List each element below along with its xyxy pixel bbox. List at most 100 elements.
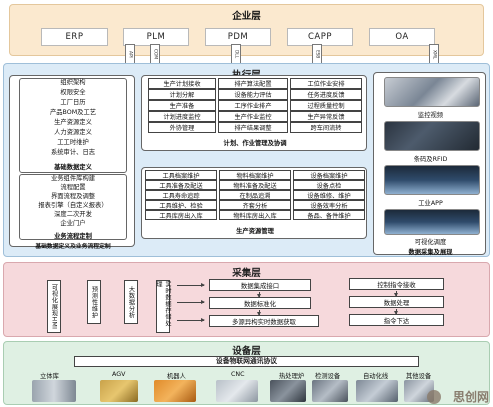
data-standardization[interactable]: 数据标准化 [209,297,311,309]
basic-process-bottom-label: 基础数据定义及业务流程定制 [35,244,111,250]
resource-cell[interactable]: 在制品追溯 [219,190,291,200]
process-item[interactable]: 报表引擎（自定义报表） [38,202,108,209]
resource-cell[interactable]: 物料档案维护 [219,170,291,180]
collection-layer: 采集层 可视化展现HMI 预测性维护 大数据分析 实时数据存储处理 数据集成接口… [3,262,490,337]
process-label: 业务流程定制 [54,233,92,240]
process-item[interactable]: 业务组件库构建 [50,175,96,182]
resource-cell[interactable]: 设备点检 [293,180,365,190]
visual-dispatch-caption: 可视化调度 [414,239,447,246]
process-group [19,174,127,240]
planning-cell[interactable]: 排产结果调整 [218,122,288,133]
system-erp[interactable]: ERP [41,28,108,46]
planning-cell[interactable]: 过程质量控制 [290,100,362,111]
device-layer-title: 设备层 [232,346,261,357]
monitoring-video-caption: 监控视频 [417,112,444,119]
planning-label: 计划、作业管理及协调 [223,140,287,147]
resource-cell[interactable]: 工具档案维护 [145,170,217,180]
enterprise-layer-title: 企业层 [232,11,261,22]
planning-cell[interactable]: 生产计划接收 [148,78,216,89]
flow-arrow [394,291,398,297]
process-item[interactable]: 界面流程及调整 [50,193,96,200]
device-label: AGV [112,371,126,378]
planning-cell[interactable]: 跨车间流转 [290,122,362,133]
command-dispatch[interactable]: 指令下达 [349,314,444,326]
basic-data-label: 基础数据定义 [54,164,92,171]
resource-cell[interactable]: 齐套分析 [219,200,291,210]
planning-cell[interactable]: 工序作业排产 [218,100,288,111]
enterprise-layer: 企业层 ERP PLM PDM CAPP OA [9,4,484,56]
basic-item[interactable]: 产品BOM及工艺 [49,109,97,116]
collection-layer-title: 采集层 [232,268,261,279]
multi-source-data-acquisition[interactable]: 多源异构实时数据获取 [209,315,319,327]
system-oa[interactable]: OA [369,28,435,46]
planning-cell[interactable]: 外协管理 [148,122,216,133]
planning-cell[interactable]: 工位作业安排 [290,78,362,89]
planning-cell[interactable]: 任务进度反馈 [290,89,362,100]
device-label: CNC [231,371,245,378]
planning-cell[interactable]: 生产准备 [148,100,216,111]
planning-cell[interactable]: 排产算法配置 [218,78,288,89]
basic-item[interactable]: 系统审计、日志 [50,149,96,156]
planning-cell[interactable]: 生产异常反馈 [290,111,362,122]
interface-xml: XML [429,44,439,64]
big-data-analysis-box[interactable]: 大数据分析 [124,280,138,324]
process-item[interactable]: 流程配置 [60,184,86,191]
resource-cell[interactable]: 工具库房出入库 [145,210,217,220]
barcode-rfid-image [384,121,480,151]
process-item[interactable]: 深度二次开发 [54,211,92,218]
data-collection-panel: 监控视频 条码及RFID 工业APP 可视化调度 数据采集及展现 [373,72,486,256]
device-label: 热处理炉 [279,373,305,380]
watermark: 思创网 [452,390,489,404]
inspection-image [312,380,348,402]
control-command-receive[interactable]: 控制指令接收 [349,278,444,290]
device-label: 立体库 [40,373,59,380]
watermark-logo-icon [427,390,441,404]
basic-data-group [19,78,127,173]
predictive-maintenance-box[interactable]: 预测性维护 [87,280,101,324]
basic-item[interactable]: 人力资源定义 [54,129,92,136]
resource-cell[interactable]: 物料准备及配送 [219,180,291,190]
flow-arrow [177,300,205,304]
planning-cell[interactable]: 计划进度监控 [148,111,216,122]
device-layer: 设备层 设备物联网通讯协议 立体库 AGV 机器人 CNC 热处理炉 检测设备 … [3,341,490,405]
data-integration-interface[interactable]: 数据集成接口 [209,279,311,291]
basic-data-panel: 组织架构 权限安全 工厂日历 产品BOM及工艺 生产资源定义 人力资源定义 工工… [9,75,135,250]
visual-dispatch-image [384,209,480,235]
data-processing[interactable]: 数据处理 [349,296,444,308]
basic-item[interactable]: 组织架构 [60,79,86,86]
planning-panel: 生产计划接收 计划分解 生产准备 计划进度监控 外协管理 排产算法配置 设备能力… [141,75,367,151]
basic-item[interactable]: 工厂日历 [60,99,86,106]
resource-cell[interactable]: 工具准备及配送 [145,180,217,190]
basic-item[interactable]: 生产资源定义 [54,119,92,126]
realtime-storage-box[interactable]: 实时数据存储处理 [155,280,171,333]
resources-panel: 工具档案维护 物料档案维护 设备档案维护 工具准备及配送 物料准备及配送 设备点… [141,167,367,239]
resource-cell[interactable]: 工具维护、检验 [145,200,217,210]
resource-cell[interactable]: 设备档案维护 [293,170,365,180]
execution-layer: 执行层 组织架构 权限安全 工厂日历 产品BOM及工艺 生产资源定义 人力资源定… [3,63,490,257]
flow-arrow [177,318,205,322]
interface-dll: DLL [231,44,241,64]
industrial-app-caption: 工业APP [418,200,443,207]
flow-arrow [257,310,261,316]
hmi-box[interactable]: 可视化展现HMI [47,280,61,333]
monitoring-video-image [384,77,480,107]
device-label: 其他设备 [406,373,432,380]
other-device-image [404,380,434,402]
flow-arrow [257,292,261,298]
basic-item[interactable]: 权限安全 [60,89,86,96]
resource-cell[interactable]: 工具寿命追踪 [145,190,217,200]
device-label: 机器人 [167,373,186,380]
resource-cell[interactable]: 物料库房出入库 [219,210,291,220]
resource-cell[interactable]: 设备效率分析 [293,200,365,210]
resource-cell[interactable]: 备品、备件维护 [293,210,365,220]
planning-cell[interactable]: 设备能力评估 [218,89,288,100]
flow-arrow [177,283,205,287]
resource-cell[interactable]: 设备维修、维护 [293,190,365,200]
robot-image [154,380,196,402]
iot-protocol-bar: 设备物联网通讯协议 [74,356,419,367]
planning-cell[interactable]: 生产作业监控 [218,111,288,122]
basic-item[interactable]: 工工时维护 [57,139,89,146]
process-item[interactable]: 企业门户 [60,220,86,227]
data-collection-label: 数据采集及展现 [408,249,453,256]
planning-cell[interactable]: 计划分解 [148,89,216,100]
